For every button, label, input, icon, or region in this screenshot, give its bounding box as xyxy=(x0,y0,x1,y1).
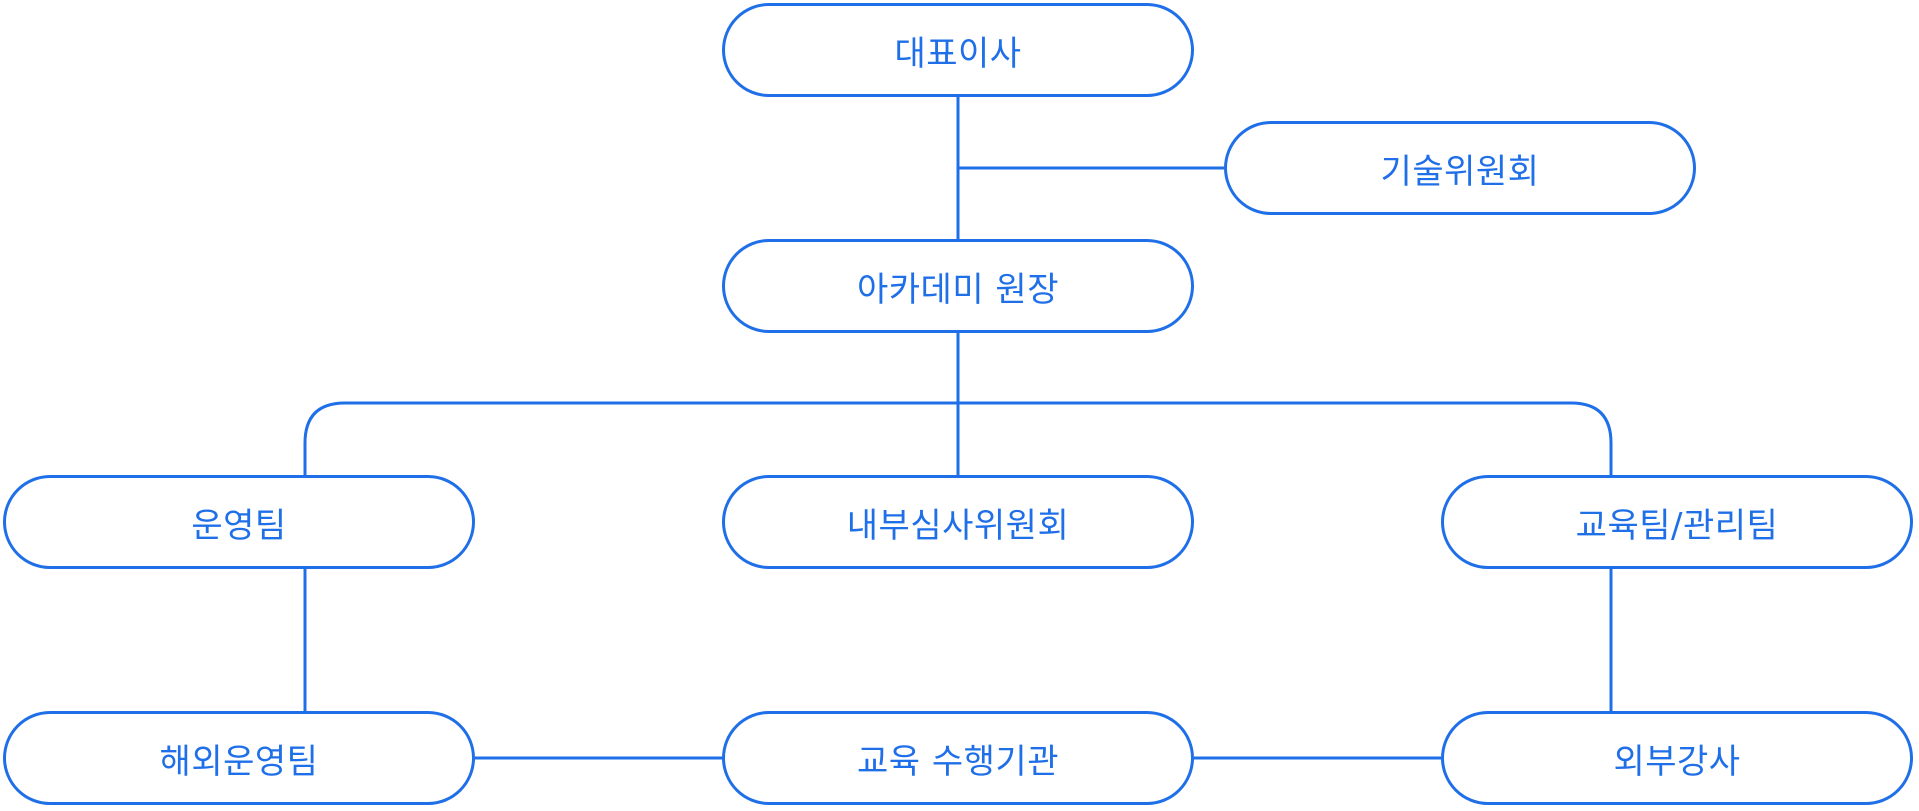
node-education-institution-label: 교육 수행기관 xyxy=(857,741,1059,782)
node-external-instructor: 외부강사 xyxy=(1441,711,1913,805)
node-education-admin-label: 교육팀/관리팀 xyxy=(1575,505,1779,546)
node-overseas-ops: 해외운영팀 xyxy=(3,711,475,805)
node-education-admin: 교육팀/관리팀 xyxy=(1441,475,1913,569)
node-external-instructor-label: 외부강사 xyxy=(1613,741,1741,782)
node-ceo-label: 대표이사 xyxy=(894,33,1022,74)
node-operations-team: 운영팀 xyxy=(3,475,475,569)
node-education-institution: 교육 수행기관 xyxy=(722,711,1194,805)
node-internal-audit-label: 내부심사위원회 xyxy=(846,505,1070,546)
connector-branch-education-admin xyxy=(958,401,1613,475)
connector-branch-operations xyxy=(303,401,958,475)
node-internal-audit: 내부심사위원회 xyxy=(722,475,1194,569)
node-tech-committee: 기술위원회 xyxy=(1224,121,1696,215)
node-ceo: 대표이사 xyxy=(722,3,1194,97)
node-overseas-ops-label: 해외운영팀 xyxy=(159,741,319,782)
node-tech-committee-label: 기술위원회 xyxy=(1380,151,1540,192)
node-academy-director: 아카데미 원장 xyxy=(722,239,1194,333)
node-academy-director-label: 아카데미 원장 xyxy=(857,269,1059,310)
node-operations-team-label: 운영팀 xyxy=(191,505,287,546)
